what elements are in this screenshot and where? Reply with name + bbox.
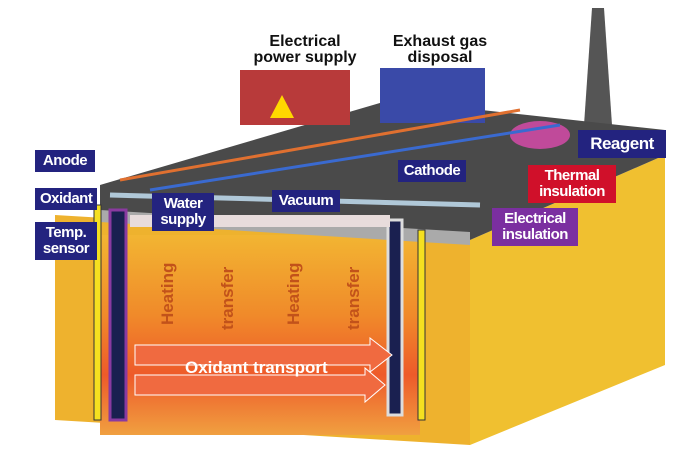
chimney <box>584 8 612 125</box>
cathode-electrode <box>386 218 404 417</box>
heating-label-1: Heating <box>158 262 177 325</box>
pipe <box>119 108 521 182</box>
oxidant-transport-label: Oxidant transport <box>185 358 328 377</box>
heating-label-2: Heating <box>284 262 303 325</box>
transfer-label-2: transfer <box>344 266 363 330</box>
exhaust-gas-disposal-label: Exhaust gas disposal <box>392 33 488 66</box>
vacuum-label: Vacuum <box>272 190 340 212</box>
water-supply-label: Water supply <box>152 193 214 231</box>
temp-sensor-label: Temp. sensor <box>35 222 97 260</box>
heated-zone <box>100 235 420 435</box>
reagent-label: Reagent <box>578 130 666 158</box>
anode-electrode <box>108 208 128 422</box>
electrical-insulation-label: Electrical insulation <box>492 208 578 246</box>
oxidant-transport-arrow-2 <box>134 366 386 404</box>
oxidant-transport-arrow <box>134 336 393 374</box>
warning-sign-icon <box>270 95 294 118</box>
temp-sensor-left <box>93 204 102 421</box>
anode-label: Anode <box>35 150 95 172</box>
electrical-power-supply-label: Electrical power supply <box>253 33 357 66</box>
transfer-label-1: transfer <box>218 266 237 330</box>
exhaust-unit <box>380 68 485 123</box>
reagent-tank <box>510 121 570 149</box>
temp-sensor-right <box>417 229 426 421</box>
thermal-insulation-label: Thermal insulation <box>528 165 616 203</box>
power-supply-unit <box>240 70 350 125</box>
cathode-label: Cathode <box>398 160 466 182</box>
pipe <box>149 123 561 192</box>
oxidant-label: Oxidant <box>35 188 97 210</box>
